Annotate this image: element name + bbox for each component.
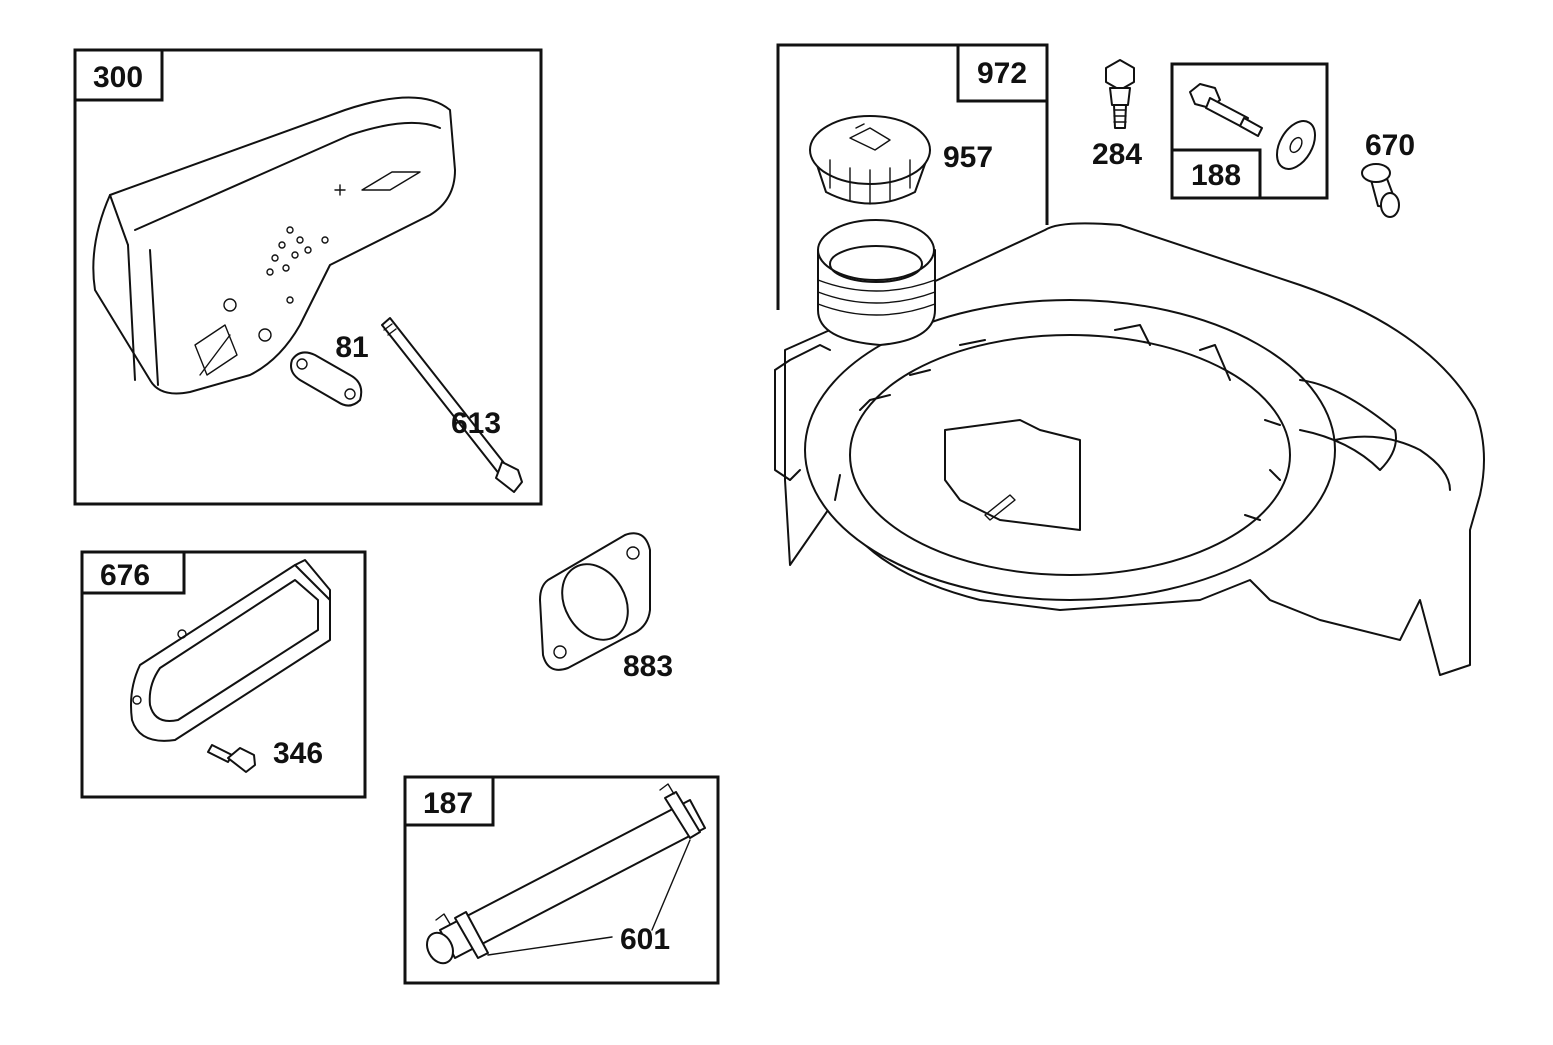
group-box-972: 972 957 bbox=[776, 43, 1049, 310]
housing-screw-part bbox=[1105, 59, 1135, 129]
guard-screw-part bbox=[207, 744, 256, 773]
muffler-plate-part bbox=[290, 351, 363, 407]
group-label-frame-676 bbox=[80, 550, 186, 595]
group-label-frame-188 bbox=[1170, 148, 1262, 200]
group-label-frame-972 bbox=[956, 43, 1049, 103]
spacer-part bbox=[1361, 163, 1400, 218]
part-label-81: 81 bbox=[335, 331, 368, 364]
group-box-300: 300 bbox=[73, 48, 543, 506]
group-label-frame-187 bbox=[403, 775, 495, 827]
group-frame-187 bbox=[403, 775, 720, 985]
group-frame-972 bbox=[776, 43, 1049, 310]
group-label-frame-300 bbox=[73, 48, 164, 102]
tube-part bbox=[426, 783, 706, 965]
exhaust-gasket-part bbox=[539, 532, 651, 671]
muffler-part bbox=[92, 96, 456, 395]
group-label-187: 187 bbox=[423, 787, 473, 820]
group-label-188: 188 bbox=[1191, 159, 1241, 192]
blower-housing-part bbox=[774, 219, 1485, 676]
leader-line-601b bbox=[651, 839, 691, 931]
leader-line-601a bbox=[487, 936, 613, 956]
muffler-bolt-part bbox=[381, 317, 523, 493]
shoulder-screw-part bbox=[1189, 83, 1263, 137]
part-label-883: 883 bbox=[623, 650, 673, 683]
group-label-972: 972 bbox=[977, 57, 1027, 90]
part-label-957: 957 bbox=[943, 141, 993, 174]
group-box-187: 187 601 bbox=[403, 775, 720, 985]
group-frame-300 bbox=[73, 48, 543, 506]
part-label-284: 284 bbox=[1092, 138, 1142, 171]
part-label-613: 613 bbox=[451, 407, 501, 440]
muffler-guard-part bbox=[130, 559, 331, 742]
group-box-676: 676 346 bbox=[80, 550, 367, 799]
group-frame-676 bbox=[80, 550, 367, 799]
fuel-cap-part bbox=[809, 115, 931, 205]
washer-part bbox=[1276, 120, 1316, 170]
part-label-670: 670 bbox=[1365, 129, 1415, 162]
part-label-346: 346 bbox=[273, 737, 323, 770]
part-label-601: 601 bbox=[620, 923, 670, 956]
group-label-300: 300 bbox=[93, 61, 143, 94]
group-box-188: 188 bbox=[1170, 62, 1329, 200]
group-label-676: 676 bbox=[100, 559, 150, 592]
